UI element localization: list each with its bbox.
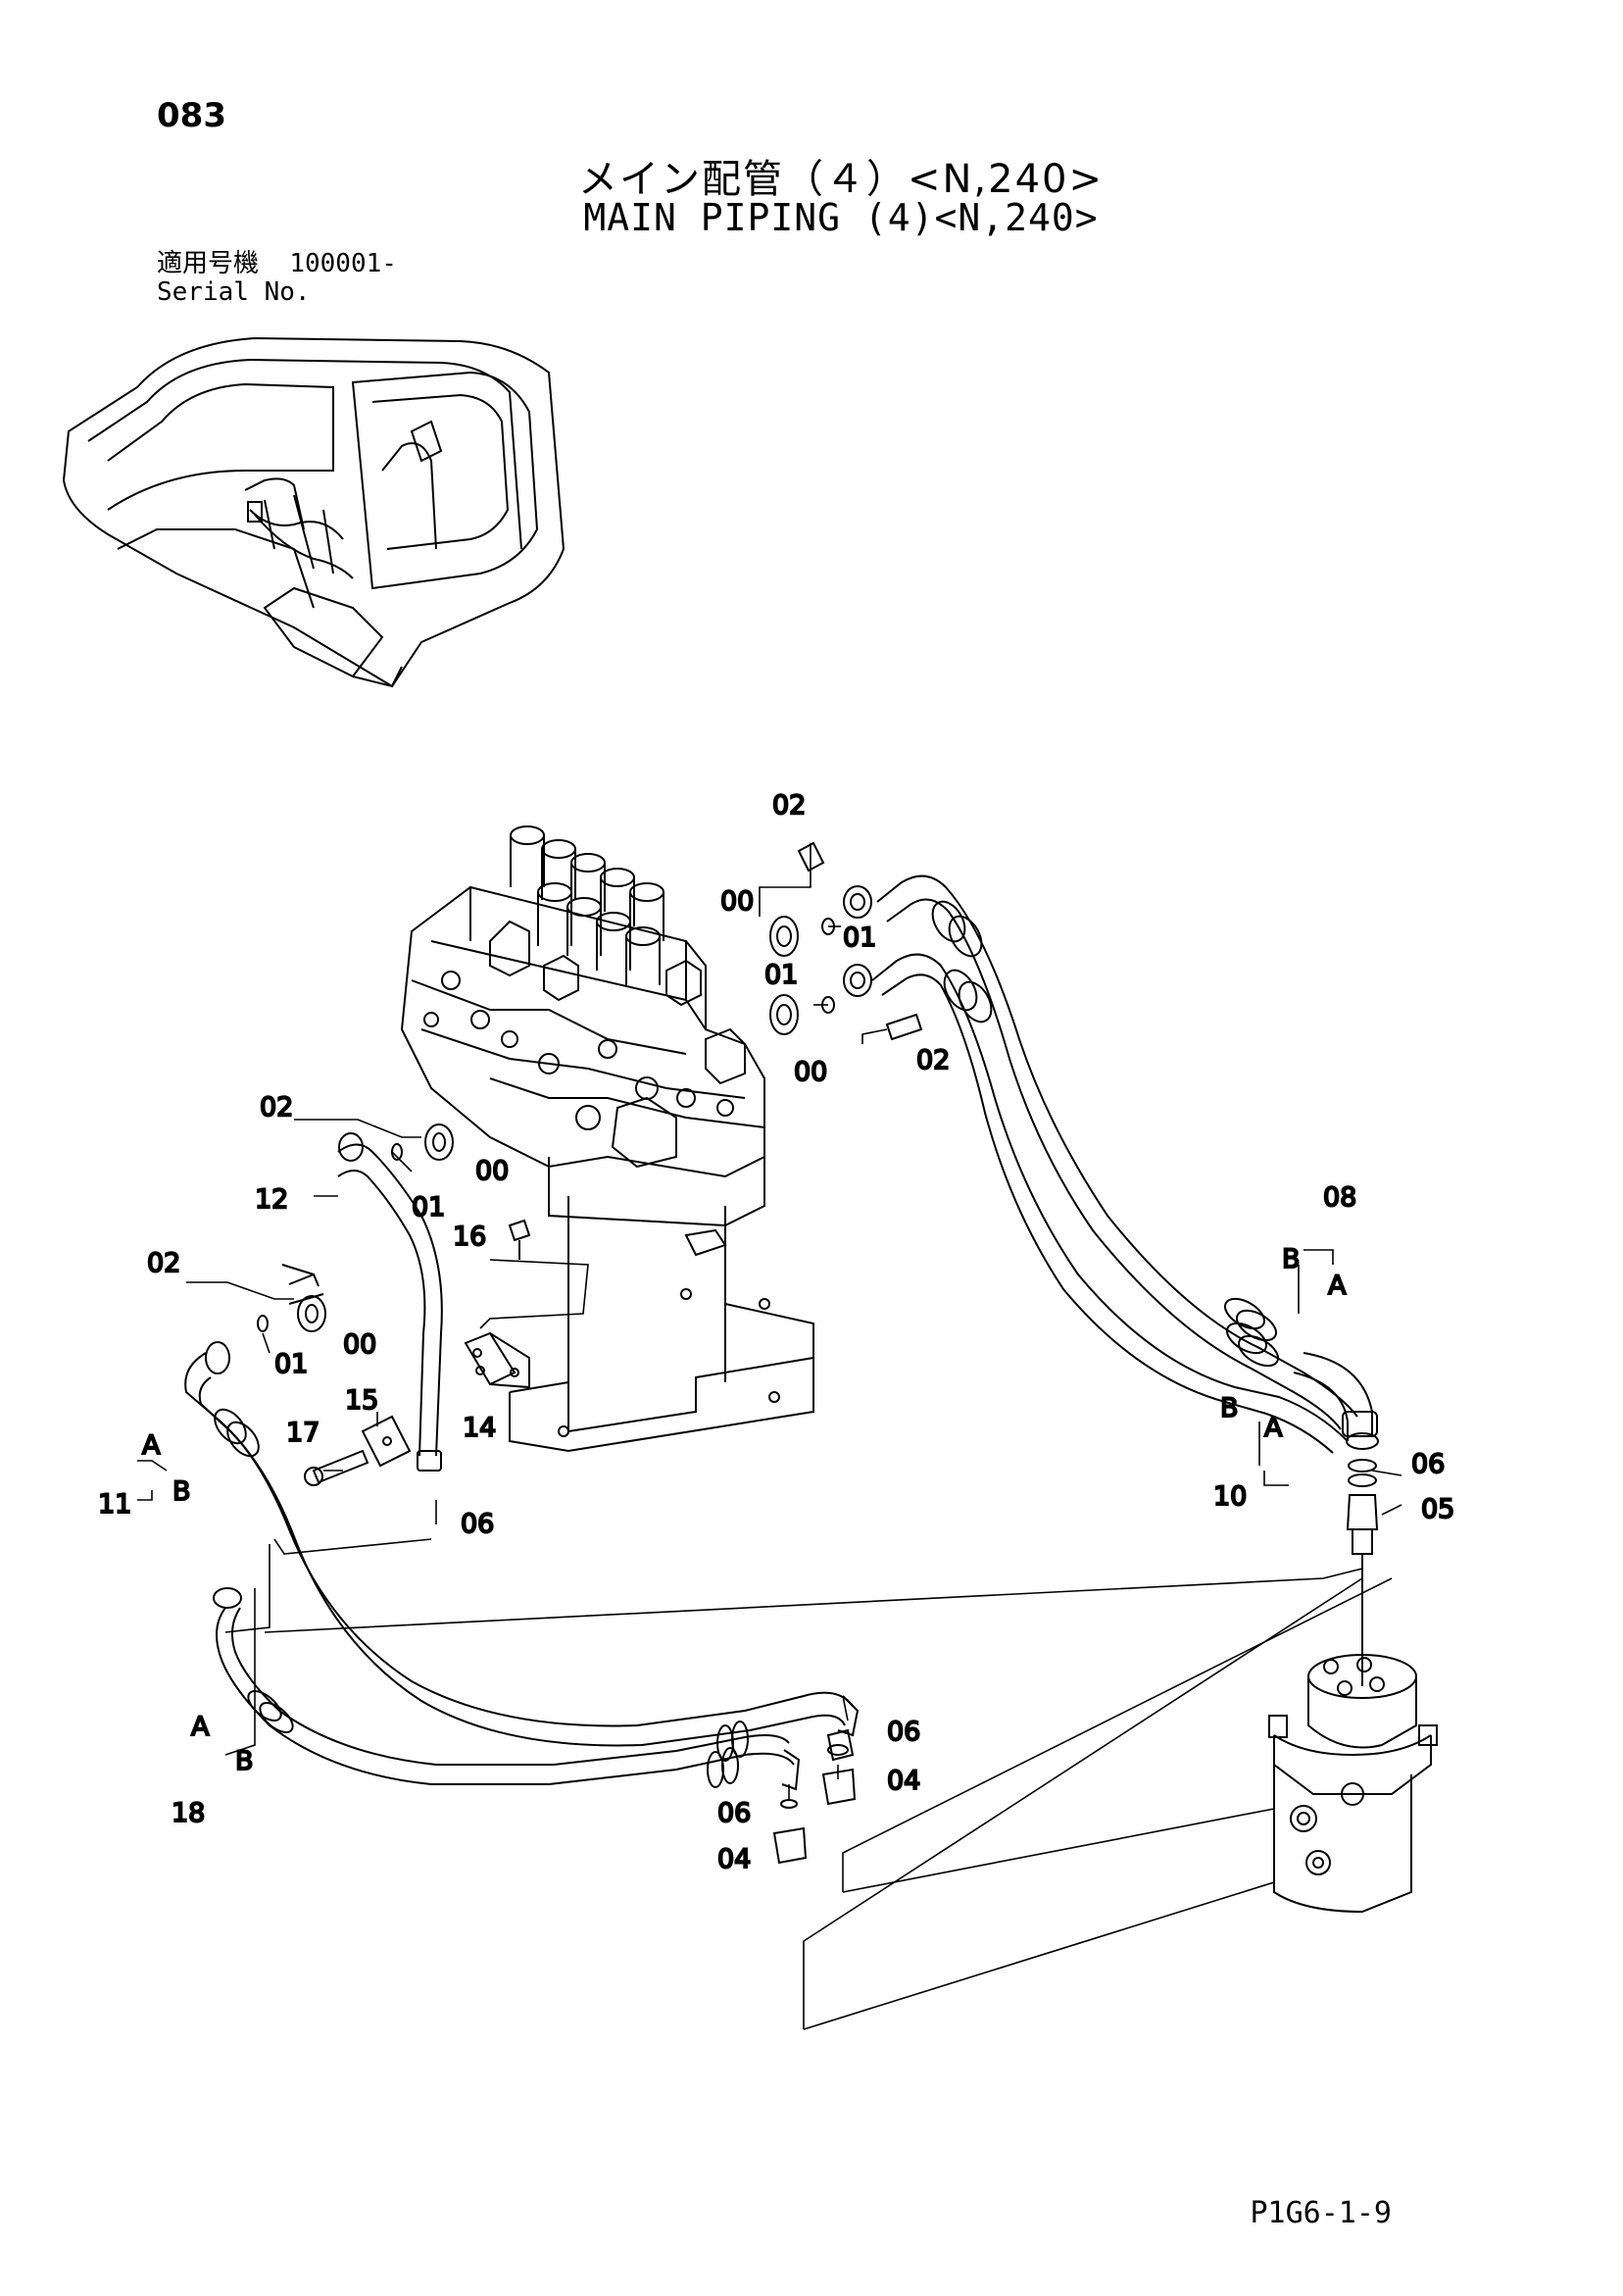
callout-01-left2: 01 [274,1349,308,1379]
leader-lines [137,843,1402,2030]
callout-01-mid: 01 [764,960,798,990]
title-english: MAIN PIPING (4)<N,240> [583,196,1099,239]
callout-11-b: B [172,1476,191,1507]
hose-upper-right [871,874,1379,1454]
control-valve-assembly [400,825,814,1453]
callout-04-bottom2: 04 [717,1844,751,1874]
callout-00-top: 00 [720,886,754,917]
fittings [772,1459,1379,1865]
serial-label-jp: 適用号機 [157,249,260,278]
callout-05: 05 [1421,1494,1454,1524]
excavator-overview-sketch [62,336,566,688]
callout-11: 11 [98,1489,131,1520]
callout-17: 17 [286,1418,320,1448]
hose-left-assembly [184,1132,860,1791]
swivel-joint [1268,1654,1438,1914]
callout-00-left2: 00 [343,1329,376,1360]
clamp-and-bolts [281,1219,531,1486]
callout-02-left1: 02 [260,1092,293,1123]
callout-06-bottom2: 06 [717,1798,751,1828]
callout-00-mid: 00 [794,1057,827,1087]
callout-02-left2: 02 [147,1248,180,1278]
callout-18-a: A [191,1712,210,1742]
callout-18-b: B [235,1746,254,1776]
callout-18: 18 [172,1798,205,1828]
callout-10: 10 [1213,1481,1247,1512]
callout-01-top: 01 [843,923,876,953]
callout-12: 12 [255,1184,288,1215]
serial-info: 適用号機 100001- Serial No. [157,250,397,307]
callout-08-a: A [1328,1271,1347,1301]
serial-value: 100001- [289,249,397,278]
callout-06-bottom1: 06 [887,1717,920,1747]
serial-label-en: Serial No. [157,277,311,307]
callout-06-right: 06 [1411,1449,1445,1479]
drawing-code: P1G6-1-9 [1250,2196,1393,2230]
callout-15: 15 [345,1385,378,1416]
port-flanges-left [257,1123,454,1332]
callout-08: 08 [1323,1182,1356,1213]
callout-06-left: 06 [461,1509,494,1539]
callout-02-mid: 02 [916,1045,950,1075]
callout-01-left1: 01 [412,1192,445,1223]
callout-10-a: A [1264,1413,1283,1443]
page-number: 083 [157,96,226,135]
callout-16: 16 [453,1222,486,1252]
port-flanges-upper [769,841,923,1041]
callout-14: 14 [463,1413,496,1443]
callout-08-b: B [1282,1244,1301,1274]
callout-10-b: B [1220,1393,1239,1423]
callout-04-bottom1: 04 [887,1766,920,1796]
callout-02-top: 02 [772,790,806,821]
callout-11-a: A [142,1430,161,1461]
title-japanese: メイン配管（４）<N,240> [577,157,1104,202]
callout-00-left1: 00 [475,1156,509,1186]
